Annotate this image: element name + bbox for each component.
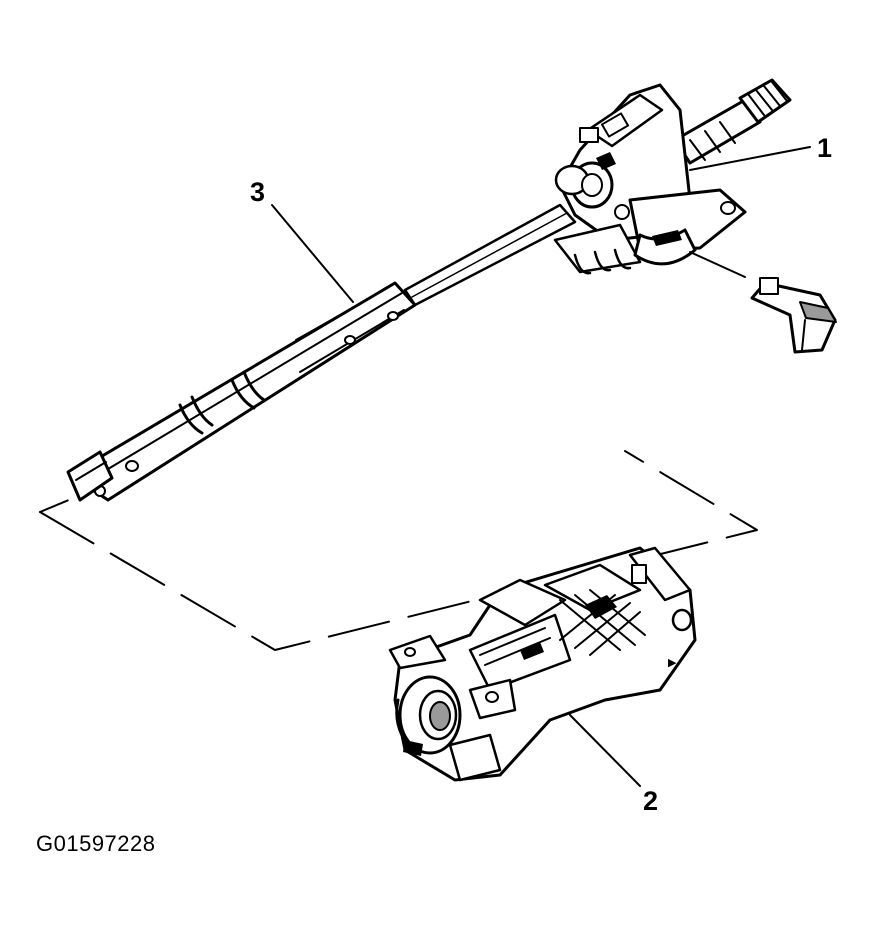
callout-label-2: 2: [643, 786, 658, 816]
leader-line-1: [689, 146, 811, 171]
leader-line-3: [271, 204, 354, 303]
connector-guide-line: [689, 251, 746, 278]
leader-line-2: [569, 714, 641, 787]
lower-column-housing: ▶: [388, 546, 697, 782]
leader-lines: [271, 146, 811, 787]
upper-column-assembly: [553, 78, 792, 275]
column-connector-clip: [750, 277, 837, 354]
callout-label-3: 3: [250, 177, 265, 207]
figure-id-label: G01597228: [36, 831, 156, 856]
callout-label-1: 1: [817, 133, 832, 163]
intermediate-shaft: [66, 203, 577, 502]
svg-text:▶: ▶: [668, 657, 677, 669]
